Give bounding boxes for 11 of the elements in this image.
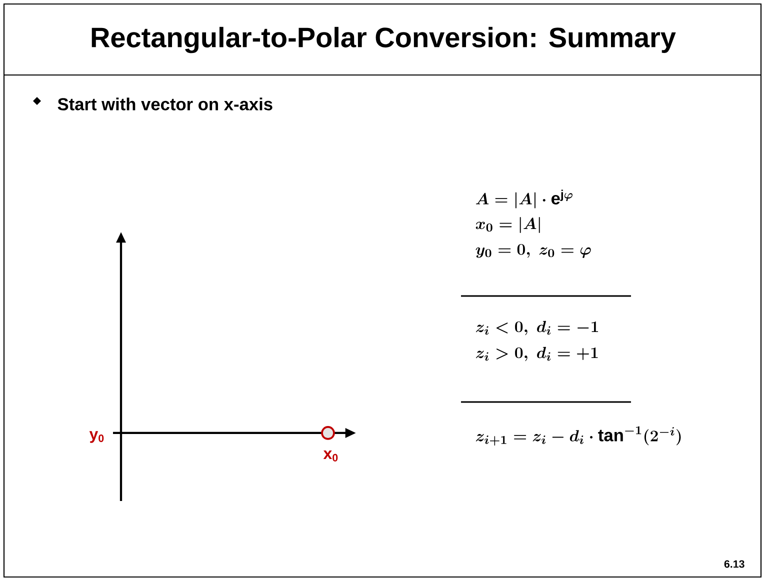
formula: $y_0 = 0,\ z_0 = \varphi$ xyxy=(476,244,591,258)
slide-title: Rectangular-to-Polar Conversion: Summary xyxy=(92,26,676,54)
formula: $z_i < 0,\ d_i = -1$ xyxy=(476,320,598,336)
axis-label: y$_{0}$ xyxy=(89,431,104,443)
formula: $z_{i+1} = z_i - d_i \cdot \tan^{-1}(2^{-i})$ xyxy=(476,426,681,446)
page-number: 6.13 xyxy=(724,560,744,568)
bullet-text: Start with vector on x-axis xyxy=(58,98,272,110)
formula: $x_0 = \lvert A\rvert$ xyxy=(476,217,540,233)
formula: $A = \lvert A\rvert \cdot \mathrm{e}^{\mathrm{j}\varphi}$ xyxy=(476,190,572,208)
formula: $z_i > 0,\ d_i = +1$ xyxy=(476,346,598,362)
axis-label: x$_{0}$ xyxy=(323,450,338,462)
